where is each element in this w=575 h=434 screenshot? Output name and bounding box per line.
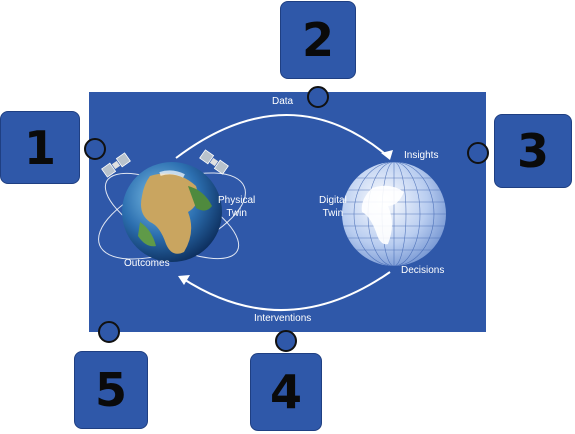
callout-1: 1 <box>0 111 80 184</box>
callout-5: 5 <box>74 351 148 429</box>
label-data: Data <box>272 96 294 107</box>
label-outcomes: Outcomes <box>124 258 170 269</box>
digital-globe-icon <box>342 162 446 266</box>
data-arrowhead <box>381 150 393 160</box>
intervention-arrowhead <box>178 275 190 285</box>
callout-4-connector <box>275 330 297 352</box>
callout-5-connector <box>98 321 120 343</box>
label-insights: Insights <box>404 150 439 161</box>
label-physical-twin: Physical Twin <box>218 195 256 219</box>
intervention-flow-arrow <box>181 271 391 311</box>
callout-3-connector <box>467 142 489 164</box>
data-flow-arrow <box>175 114 391 159</box>
callout-1-connector <box>84 138 106 160</box>
callout-2-connector <box>307 86 329 108</box>
label-decisions: Decisions <box>401 265 445 276</box>
earth-globe-icon <box>122 162 222 262</box>
callout-4: 4 <box>250 353 322 431</box>
label-digital-twin: Digital Twin <box>319 195 347 219</box>
callout-2: 2 <box>280 1 356 79</box>
label-interventions: Interventions <box>254 313 312 324</box>
satellite-icon <box>101 152 131 178</box>
satellite-icon <box>199 149 229 175</box>
callout-3: 3 <box>494 114 572 188</box>
